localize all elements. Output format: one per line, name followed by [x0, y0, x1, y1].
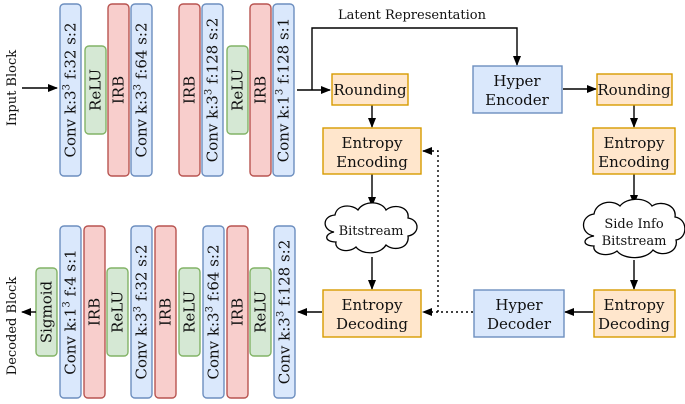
entropy-decoding-block-2: Entropy Decoding: [593, 289, 676, 338]
rounding-label: Rounding: [333, 81, 407, 99]
encoder-layer-box: [178, 3, 201, 177]
entropy-decoding-block: Entropy Decoding: [322, 289, 422, 338]
decoder-layer-label: Conv k:13 f:4 s:1: [62, 249, 80, 374]
decoder-layer-label: Sigmoid: [38, 280, 56, 343]
hyper-decoder-label-line2: Decoder: [487, 315, 552, 333]
decoder-layer-label: Conv k:33 f:32 s:2: [133, 244, 151, 379]
encoder-layers: Conv k:33 f:32 s:2 ReLU IRB Conv k:33 f:64 …: [59, 3, 295, 177]
latent-to-hyper-encoder-arrow: [311, 27, 521, 90]
encoder-layer-box: [107, 3, 130, 177]
rounding-block: Rounding: [331, 73, 409, 106]
hyper-decoder-label-line1: Hyper: [495, 296, 543, 314]
side-info-label-line2: Bitstream: [602, 234, 667, 249]
encoder-layer-box: [84, 45, 107, 135]
decoder-layer-box: [273, 225, 296, 399]
encoder-layer-label: ReLU: [229, 69, 247, 111]
latent-representation-label: Latent Representation: [338, 8, 487, 23]
decoder-layer-irb-9: IRB: [226, 225, 249, 399]
decoder-layer-box: [202, 225, 225, 399]
decoder-layer-conv-2: Conv k:13 f:4 s:1: [59, 225, 82, 399]
entropy-encoding-block-2: Entropy Encoding: [592, 127, 676, 175]
entropy-encoding-label-line2: Encoding: [336, 153, 408, 171]
entropy-encoding-2-label-line1: Entropy: [604, 134, 665, 152]
decoder-layer-box: [130, 225, 153, 399]
decoder-layer-conv-5: Conv k:33 f:32 s:2: [130, 225, 153, 399]
side-info-label-line1: Side Info: [604, 217, 664, 232]
decoder-layer-box: [83, 225, 106, 399]
hyper-decoder-to-entropy-encoding-dotted-arrow: [422, 147, 439, 312]
encoder-layer-box: [249, 3, 272, 177]
encoder-layer-conv-4: Conv k:33 f:64 s:2: [130, 3, 153, 177]
entropy-encoding-2-label-line2: Encoding: [598, 153, 670, 171]
bitstream-label: Bitstream: [339, 224, 404, 239]
entropy-encoding-label-line1: Entropy: [342, 134, 403, 152]
decoded-block-label: Decoded Block: [5, 277, 20, 376]
hyper-encoder-label-line1: Hyper: [493, 72, 541, 90]
input-block-label: Input Block: [5, 50, 20, 126]
decoder-layer-conv-8: Conv k:33 f:64 s:2: [202, 225, 225, 399]
decoder-layer-label: ReLU: [252, 291, 270, 333]
decoder-layer-label: IRB: [229, 298, 247, 326]
decoder-layer-box: [249, 267, 272, 357]
encoder-layer-box: [272, 3, 295, 177]
encoder-layer-label: IRB: [252, 76, 270, 104]
encoder-layer-label: Conv k:13 f:128 s:1: [275, 18, 293, 163]
encoder-layer-label: Conv k:33 f:64 s:2: [133, 22, 151, 157]
encoder-layer-label: IRB: [181, 76, 199, 104]
encoder-layer-box: [130, 3, 153, 177]
encoder-layer-label: Conv k:33 f:128 s:2: [204, 18, 222, 163]
encoder-layer-irb-5: IRB: [178, 3, 201, 177]
decoder-layer-relu-4: ReLU: [106, 267, 129, 357]
decoder-layer-box: [226, 225, 249, 399]
encoder-layer-label: ReLU: [87, 69, 105, 111]
decoder-layer-label: IRB: [157, 298, 175, 326]
encoder-layer-box: [201, 3, 224, 177]
decoder-layer-label: Conv k:33 f:64 s:2: [205, 244, 223, 379]
encoder-layer-conv-6: Conv k:33 f:128 s:2: [201, 3, 224, 177]
encoder-layer-label: IRB: [110, 76, 128, 104]
decoder-layer-label: ReLU: [109, 291, 127, 333]
decoder-layer-relu-7: ReLU: [178, 267, 201, 357]
encoder-layer-conv-1: Conv k:33 f:32 s:2: [59, 3, 82, 177]
decoder-layer-irb-6: IRB: [154, 225, 177, 399]
encoder-layer-conv-9: Conv k:13 f:128 s:1: [272, 3, 295, 177]
encoder-layer-relu-2: ReLU: [84, 45, 107, 135]
entropy-decoding-2-label-line2: Decoding: [598, 315, 670, 333]
decoder-layer-label: ReLU: [181, 291, 199, 333]
encoder-layer-box: [59, 3, 82, 177]
bitstream-cloud: Bitstream: [324, 202, 418, 254]
decoder-layer-conv-11: Conv k:33 f:128 s:2: [273, 225, 296, 399]
side-info-bitstream-cloud: Side Info Bitstream: [582, 198, 685, 259]
entropy-decoding-label-line2: Decoding: [336, 315, 408, 333]
rounding-block-2: Rounding: [596, 73, 673, 106]
entropy-decoding-label-line1: Entropy: [342, 296, 403, 314]
decoder-layer-label: Conv k:33 f:128 s:2: [276, 240, 294, 385]
hyper-encoder-block: Hyper Encoder: [472, 65, 563, 114]
decoder-layers: Sigmoid Conv k:13 f:4 s:1 IRB ReLU Conv k:33…: [35, 225, 296, 399]
encoder-layer-label: Conv k:33 f:32 s:2: [62, 22, 80, 157]
decoder-layer-box: [178, 267, 201, 357]
rounding-2-label: Rounding: [597, 81, 671, 99]
decoder-layer-label: IRB: [86, 298, 104, 326]
decoder-layer-irb-3: IRB: [83, 225, 106, 399]
decoder-layer-box: [59, 225, 82, 399]
encoder-layer-relu-7: ReLU: [226, 45, 249, 135]
encoder-layer-irb-3: IRB: [107, 3, 130, 177]
connectors: [21, 27, 638, 316]
decoder-layer-relu-10: ReLU: [249, 267, 272, 357]
decoder-layer-box: [154, 225, 177, 399]
entropy-encoding-block: Entropy Encoding: [322, 127, 422, 175]
hyper-encoder-label-line2: Encoder: [485, 91, 550, 109]
encoder-layer-box: [226, 45, 249, 135]
entropy-decoding-2-label-line1: Entropy: [604, 296, 665, 314]
decoder-layer-sigmoid-1: Sigmoid: [35, 267, 58, 357]
decoder-layer-box: [106, 267, 129, 357]
encoder-layer-irb-8: IRB: [249, 3, 272, 177]
hyper-decoder-block: Hyper Decoder: [473, 289, 565, 338]
